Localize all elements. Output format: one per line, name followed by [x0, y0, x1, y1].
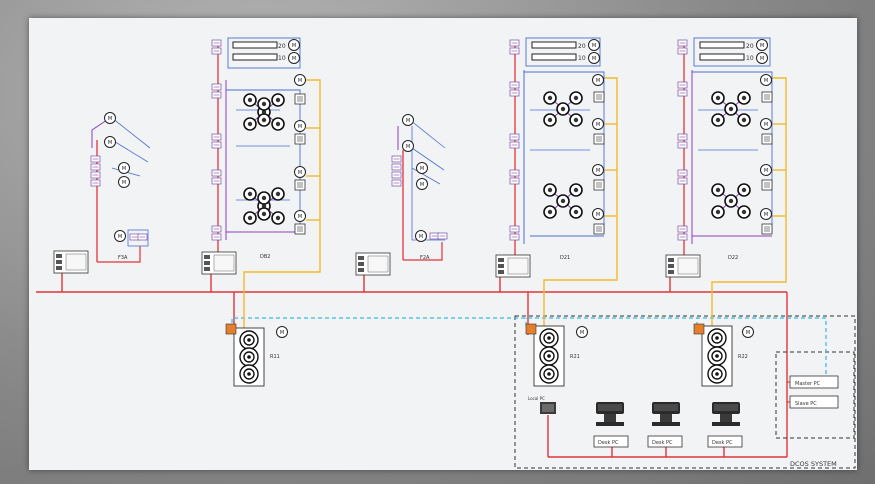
- rack-label-20-b: 20: [578, 43, 586, 50]
- label-desk-pc-2: Desk PC: [652, 440, 673, 446]
- label-dcos-system: DCOS SYSTEM: [790, 460, 837, 468]
- column-db2: 20 10: [201, 37, 306, 275]
- reel-unit-r11: R11: [225, 323, 288, 387]
- power-bus: [36, 268, 788, 458]
- label-local-pc: Local PC: [528, 396, 545, 401]
- column-f3a: F3A: [53, 112, 151, 274]
- dcos-boundary: [514, 315, 856, 469]
- label-d21: D21: [560, 255, 570, 261]
- column-d22: 20 10: [665, 37, 773, 278]
- rack-label-20-a: 20: [278, 43, 286, 50]
- rack-label-20-c: 20: [746, 43, 754, 50]
- reel-unit-r22: R22: [693, 323, 754, 387]
- label-master-pc: Master PC: [795, 381, 821, 387]
- rack-label-10-c: 10: [746, 55, 754, 62]
- label-db2: DB2: [260, 254, 270, 260]
- rack-label-10-b: 10: [578, 55, 586, 62]
- label-f3a: F3A: [118, 255, 128, 261]
- signal-lines: [243, 77, 787, 330]
- label-f2a: F2A: [420, 255, 430, 261]
- label-r22: R22: [738, 354, 748, 360]
- label-desk-pc-1: Desk PC: [598, 440, 619, 446]
- reel-unit-r21: R21: [525, 323, 588, 387]
- label-r21: R21: [570, 354, 580, 360]
- dcos-pcs: Local PC Desk PC Desk PC Desk PC Master …: [528, 375, 839, 468]
- label-r11: R11: [270, 354, 280, 360]
- column-f2a: F2A: [355, 114, 448, 276]
- rack-label-10-a: 10: [278, 55, 286, 62]
- label-slave-pc: Slave PC: [795, 401, 817, 407]
- column-d21: 20 10: [495, 37, 605, 278]
- label-desk-pc-3: Desk PC: [712, 440, 733, 446]
- label-d22: D22: [728, 255, 738, 261]
